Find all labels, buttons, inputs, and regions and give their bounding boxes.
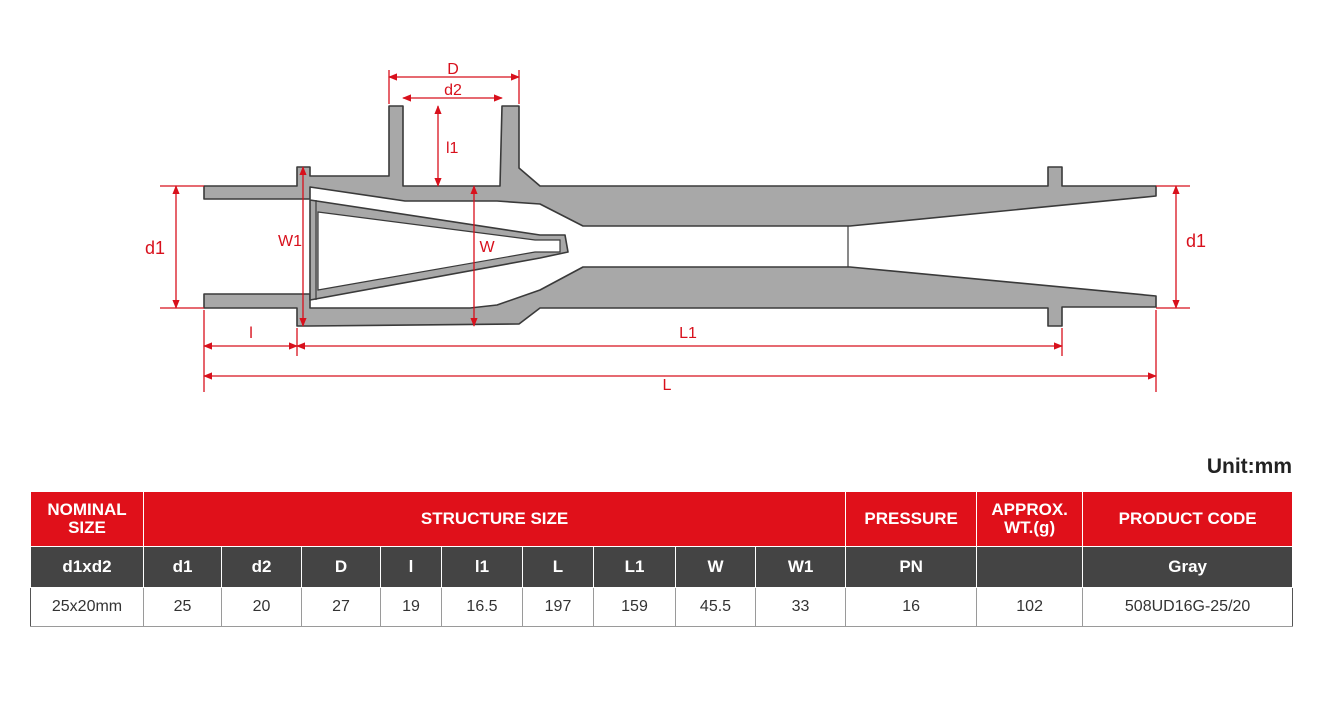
- label-W: W: [479, 239, 495, 256]
- cell-l1: 16.5: [441, 587, 523, 627]
- header-nominal-size: NOMINAL SIZE: [30, 491, 144, 547]
- sub-d1: d1: [143, 546, 222, 588]
- cell-d1: 25: [143, 587, 222, 627]
- sub-W: W: [675, 546, 756, 588]
- label-l: l: [249, 325, 253, 342]
- label-d2: d2: [444, 82, 462, 99]
- cell-weight: 102: [976, 587, 1084, 627]
- label-l1: l1: [446, 140, 459, 157]
- cell-d1xd2: 25x20mm: [30, 587, 144, 627]
- subheader-row: d1xd2 d1 d2 D l l1 L L1 W W1 PN Gray: [30, 546, 1294, 588]
- label-D: D: [447, 61, 459, 78]
- nozzle-bore: [317, 211, 561, 291]
- label-L1: L1: [679, 325, 697, 342]
- dimension-lines: [160, 70, 1190, 392]
- label-W1: W1: [278, 233, 302, 250]
- label-d1-left: d1: [145, 238, 165, 258]
- cell-L: 197: [522, 587, 594, 627]
- cell-PN: 16: [845, 587, 978, 627]
- cell-l: 19: [380, 587, 442, 627]
- sub-l1: l1: [441, 546, 523, 588]
- sub-l: l: [380, 546, 442, 588]
- header-structure-size: STRUCTURE SIZE: [142, 491, 847, 547]
- cell-D: 27: [301, 587, 381, 627]
- sub-d2: d2: [221, 546, 302, 588]
- sub-color: Gray: [1082, 546, 1294, 588]
- cell-W: 45.5: [675, 587, 756, 627]
- cell-W1: 33: [754, 587, 847, 627]
- header-pressure: PRESSURE: [845, 491, 978, 547]
- sub-D: D: [301, 546, 381, 588]
- top-wall: [203, 105, 1157, 227]
- header-product-code: PRODUCT CODE: [1082, 491, 1294, 547]
- cell-L1: 159: [593, 587, 676, 627]
- sub-L1: L1: [593, 546, 676, 588]
- label-d1-right: d1: [1186, 231, 1206, 251]
- cell-d2: 20: [221, 587, 302, 627]
- table-row: 25x20mm 25 20 27 19 16.5 197 159 45.5 33…: [30, 587, 1294, 627]
- sub-L: L: [522, 546, 594, 588]
- sub-W1: W1: [754, 546, 847, 588]
- unit-label: Unit:mm: [1206, 455, 1292, 478]
- cell-code: 508UD16G-25/20: [1082, 587, 1294, 627]
- label-L: L: [663, 377, 672, 394]
- sub-weight: [976, 546, 1084, 588]
- spec-table: NOMINAL SIZE STRUCTURE SIZE PRESSURE APP…: [30, 491, 1294, 627]
- header-row: NOMINAL SIZE STRUCTURE SIZE PRESSURE APP…: [30, 491, 1294, 547]
- sub-d1xd2: d1xd2: [30, 546, 144, 588]
- venturi-injector-drawing: D d2 l1 d1 W1 W d1 l L1 L: [145, 61, 1206, 394]
- header-approx-wt: APPROX. WT.(g): [976, 491, 1084, 547]
- sub-PN: PN: [845, 546, 978, 588]
